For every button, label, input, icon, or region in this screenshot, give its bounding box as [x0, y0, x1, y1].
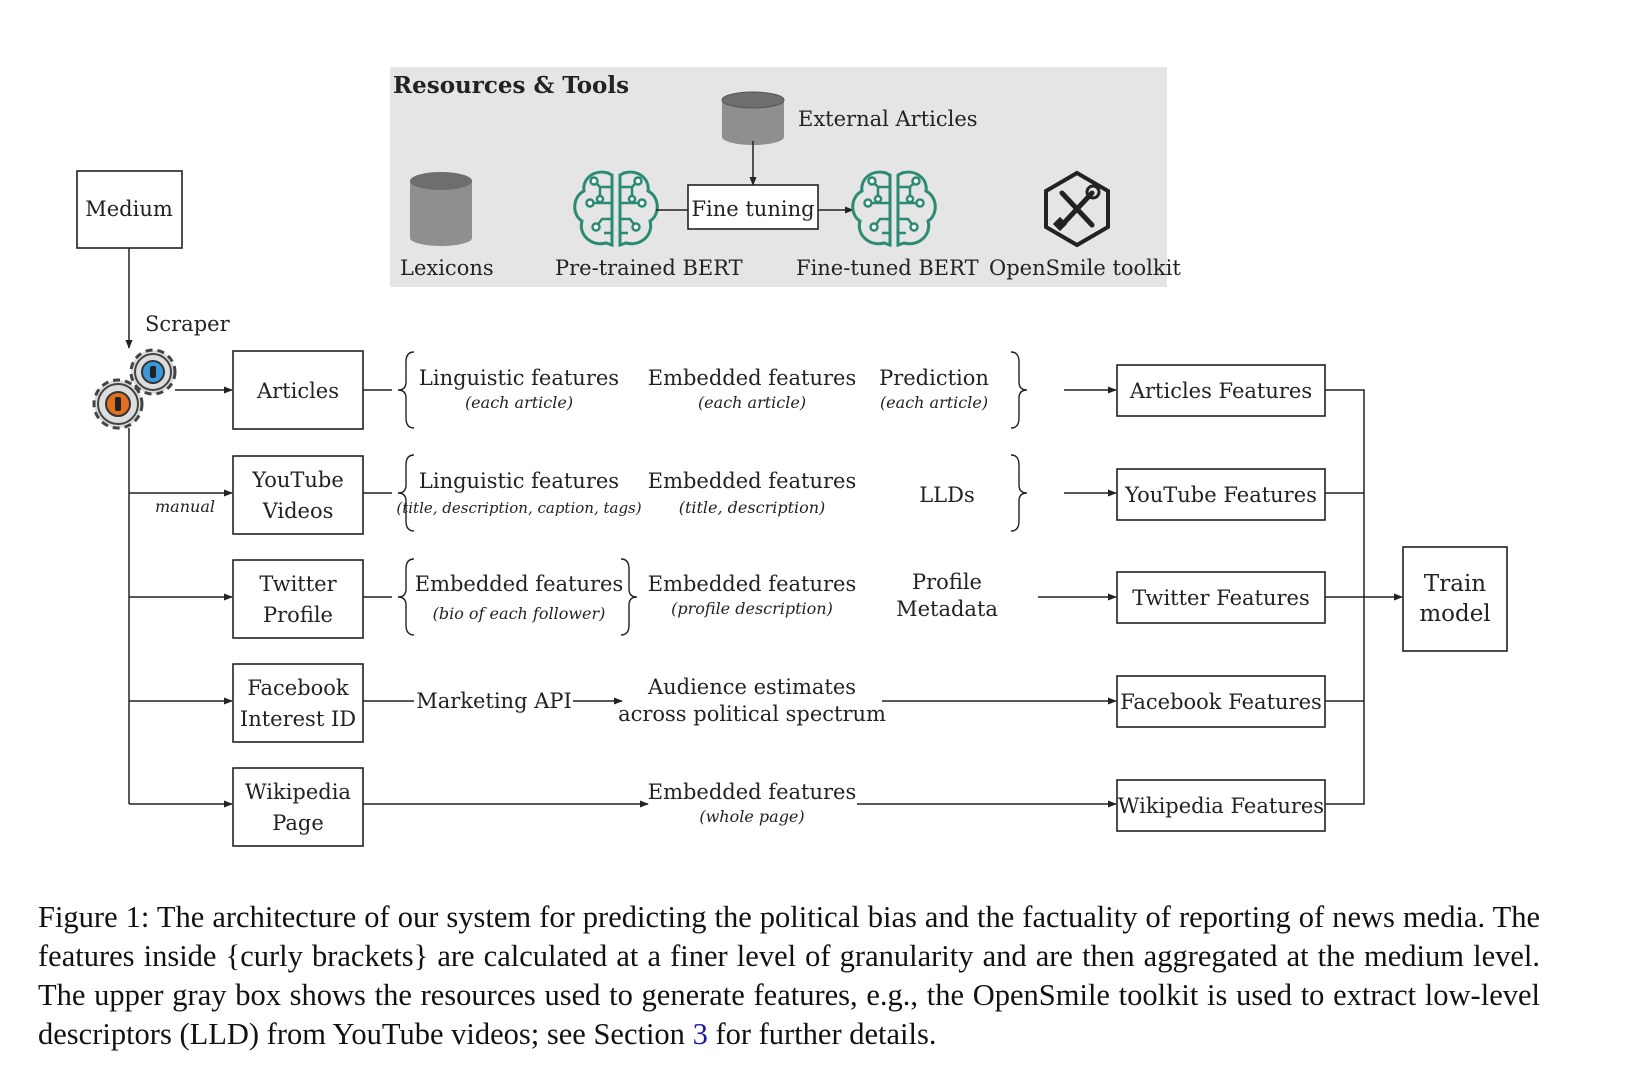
wikipedia-embedded-label: Embedded features [648, 780, 856, 804]
fine-tuning-box [687, 184, 819, 230]
manual-label: manual [155, 497, 215, 516]
lexicons-database-icon [410, 172, 472, 246]
articles-features-label: Articles Features [1129, 379, 1312, 403]
facebook-label-line2: Interest ID [240, 707, 356, 731]
youtube-close-brace [1010, 454, 1028, 532]
wikipedia-features-label: Wikipedia Features [1118, 794, 1324, 818]
medium-box [76, 170, 183, 249]
train-model-label-line1: Train [1424, 571, 1486, 597]
articles-embedded-label: Embedded features [648, 366, 856, 390]
wikipedia-embedded-sub: (whole page) [699, 807, 804, 826]
youtube-linguistic-label: Linguistic features [419, 469, 619, 493]
wikipedia-label-line2: Page [272, 811, 324, 835]
articles-label: Articles [256, 379, 339, 403]
twitter-embedded-followers-sub: (bio of each follower) [433, 604, 606, 623]
figure-caption: Figure 1: The architecture of our system… [38, 898, 1540, 1054]
section-reference-link[interactable]: 3 [692, 1017, 708, 1051]
twitter-metadata-label-line2: Metadata [896, 597, 998, 621]
wikipedia-label-line1: Wikipedia [245, 780, 351, 804]
youtube-label-line2: Videos [262, 499, 334, 523]
articles-prediction-sub: (each article) [880, 393, 988, 412]
youtube-embedded-label: Embedded features [648, 469, 856, 493]
articles-prediction-label: Prediction [879, 366, 989, 390]
wikipedia-features-box [1116, 779, 1326, 832]
youtube-label-line1: YouTube [251, 468, 344, 492]
twitter-metadata-label-line1: Profile [912, 570, 982, 594]
twitter-label-line1: Twitter [259, 572, 337, 596]
articles-close-brace [1010, 351, 1028, 429]
scraper-gears-icon [92, 348, 177, 430]
twitter-followers-close-brace [620, 558, 638, 636]
external-articles-label: External Articles [798, 107, 978, 131]
facebook-label-line1: Facebook [247, 676, 349, 700]
caption-text: Figure 1: The architecture of our system… [38, 900, 1540, 1051]
pretrained-bert-label: Pre-trained BERT [555, 256, 743, 280]
twitter-open-brace [397, 558, 415, 636]
youtube-linguistic-sub: (title, description, caption, tags) [396, 499, 641, 517]
youtube-llds-label: LLDs [919, 483, 975, 507]
facebook-features-label: Facebook Features [1120, 690, 1322, 714]
twitter-embedded-profile-label: Embedded features [648, 572, 856, 596]
resources-title: Resources & Tools [393, 72, 629, 99]
youtube-open-brace [397, 454, 415, 532]
articles-linguistic-label: Linguistic features [419, 366, 619, 390]
lexicons-label: Lexicons [400, 256, 494, 280]
opensmile-label: OpenSmile toolkit [989, 256, 1181, 280]
twitter-embedded-profile-sub: (profile description) [671, 599, 833, 618]
twitter-label-line2: Profile [263, 603, 333, 627]
articles-linguistic-sub: (each article) [465, 393, 573, 412]
finetuned-bert-label: Fine-tuned BERT [796, 256, 979, 280]
train-model-label-line2: model [1419, 601, 1490, 627]
opensmile-tools-hexagon-icon [1044, 170, 1110, 248]
wikipedia-box [232, 767, 364, 847]
caption-text-end: for further details. [707, 1017, 937, 1051]
scraper-label: Scraper [145, 312, 231, 336]
facebook-audience-label-line1: Audience estimates [647, 675, 856, 699]
twitter-box [232, 559, 364, 639]
train-model-box [1402, 546, 1508, 652]
twitter-embedded-followers-label: Embedded features [415, 572, 623, 596]
medium-label: Medium [85, 197, 173, 221]
fine-tuning-label: Fine tuning [691, 197, 814, 221]
youtube-embedded-sub: (title, description) [679, 498, 826, 517]
youtube-features-box [1116, 468, 1326, 521]
youtube-box [232, 455, 364, 535]
facebook-marketing-api-label: Marketing API [416, 689, 572, 713]
facebook-box [232, 663, 364, 743]
articles-open-brace [397, 351, 415, 429]
twitter-features-label: Twitter Features [1132, 586, 1310, 610]
youtube-features-label: YouTube Features [1124, 483, 1317, 507]
facebook-audience-label-line2: across political spectrum [618, 702, 886, 726]
articles-box [232, 350, 364, 430]
articles-features-box [1116, 364, 1326, 417]
articles-embedded-sub: (each article) [698, 393, 806, 412]
external-articles-database-icon [721, 91, 785, 145]
